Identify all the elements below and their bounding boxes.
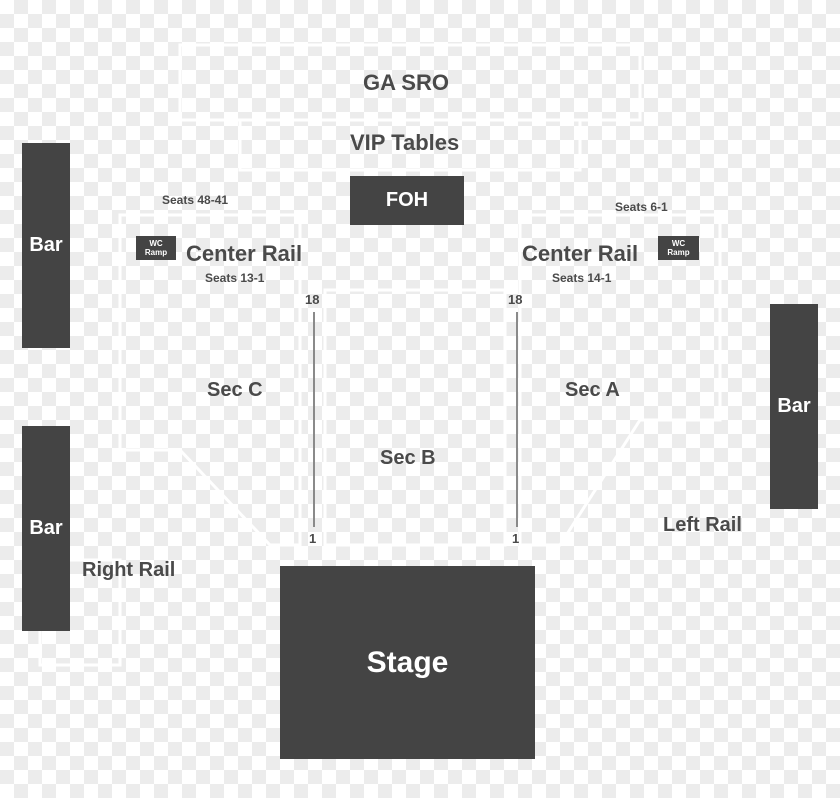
bar-label: Bar	[29, 517, 63, 539]
row-number: 1	[512, 531, 520, 546]
wc-ramp-line2: Ramp	[667, 248, 690, 257]
wc-ramp-line2: Ramp	[144, 248, 168, 257]
wc-ramp-right: WC Ramp	[658, 236, 699, 260]
seats-label: Seats 48-41	[162, 193, 229, 207]
stage-block: Stage	[280, 566, 535, 759]
bar-left-top: Bar	[22, 143, 70, 348]
foh-block: FOH	[350, 176, 464, 225]
center-rail-left-label: Center Rail	[186, 241, 303, 266]
bar-label: Bar	[777, 395, 811, 417]
ga-sro-label: GA SRO	[363, 70, 449, 95]
left-rail-label: Left Rail	[663, 514, 742, 536]
row-number: 18	[305, 292, 320, 307]
foh-label: FOH	[385, 189, 429, 211]
aisle-line-left	[313, 312, 315, 527]
seats-label: Seats 6-1	[615, 200, 668, 214]
row-number: 1	[309, 531, 317, 546]
vip-tables-label: VIP Tables	[350, 130, 460, 155]
bar-label: Bar	[29, 234, 63, 256]
row-number: 18	[508, 292, 523, 307]
wc-ramp-left: WC Ramp	[136, 236, 176, 260]
center-rail-right-label: Center Rail	[522, 241, 639, 266]
section-c-label: Sec C	[207, 379, 263, 401]
wc-ramp-line1: WC	[149, 239, 163, 248]
stage-label: Stage	[366, 645, 449, 679]
right-rail-label: Right Rail	[82, 559, 176, 581]
section-a-label: Sec A	[565, 379, 620, 401]
aisle-line-right	[516, 312, 518, 527]
seats-label: Seats 14-1	[552, 271, 612, 285]
bar-right: Bar	[770, 304, 818, 509]
section-b-label: Sec B	[380, 447, 436, 469]
wc-ramp-line1: WC	[671, 239, 686, 248]
bar-left-bottom: Bar	[22, 426, 70, 631]
seats-label: Seats 13-1	[205, 271, 265, 285]
